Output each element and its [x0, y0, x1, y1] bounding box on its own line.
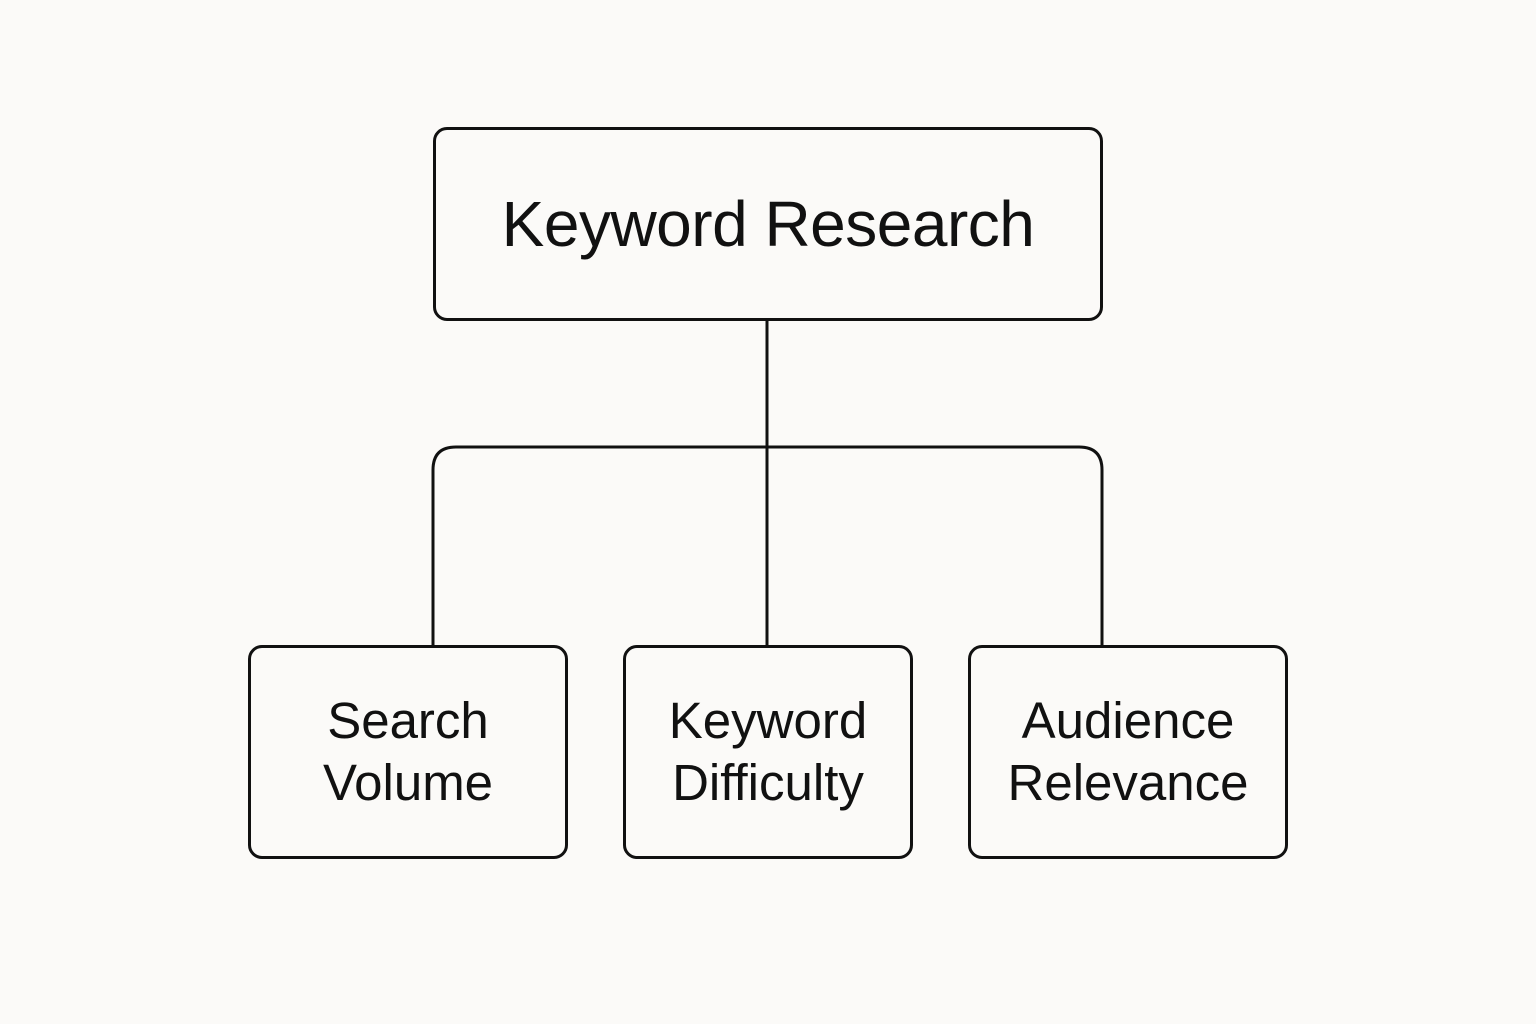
root-node-label: Keyword Research	[501, 188, 1035, 260]
root-node-keyword-research: Keyword Research	[433, 127, 1103, 321]
child-node-label: Keyword Difficulty	[668, 692, 868, 811]
child-node-search-volume: Search Volume	[248, 645, 568, 859]
child-node-keyword-difficulty: Keyword Difficulty	[623, 645, 913, 859]
child-node-audience-relevance: Audience Relevance	[968, 645, 1288, 859]
connector-branch-bar	[431, 445, 1104, 645]
child-node-label: Audience Relevance	[1007, 692, 1249, 811]
child-node-label: Search Volume	[322, 692, 494, 811]
